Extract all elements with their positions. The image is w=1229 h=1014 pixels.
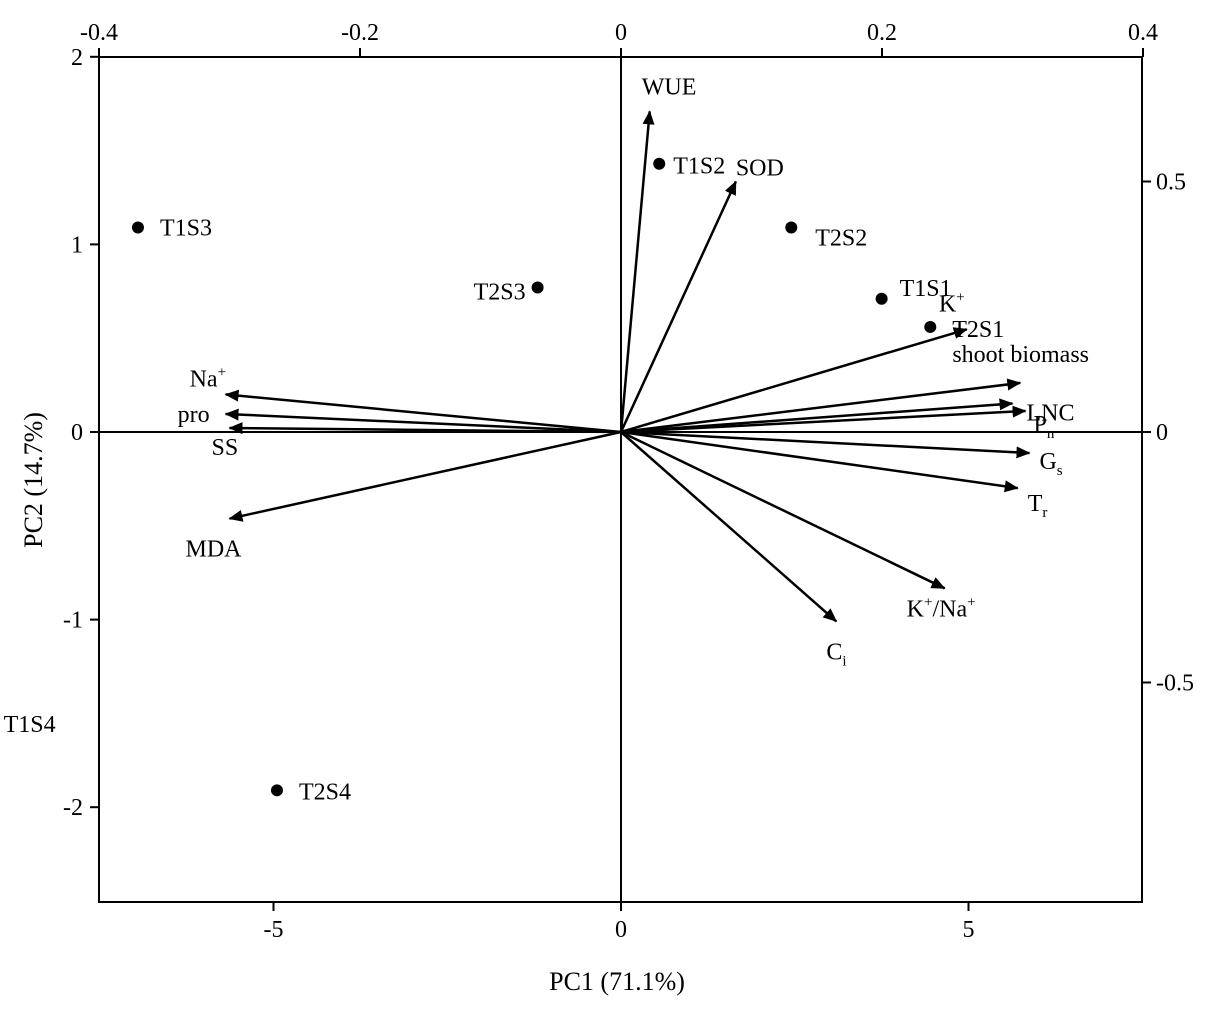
loading-arrow <box>620 430 1019 493</box>
right-tick-label: -0.5 <box>1156 671 1194 697</box>
loading-arrow <box>619 180 737 433</box>
sample-points: T1S2T2S2T1S3T2S3T1S1T2S1T1S4T2S4CK <box>4 154 1005 806</box>
left-tick-label: -1 <box>63 608 83 634</box>
loading-arrow <box>620 398 1014 434</box>
loading-arrow <box>620 405 1027 434</box>
loading-arrow <box>620 431 838 623</box>
loading-label: LNC <box>1027 400 1075 426</box>
left-tick-label: 2 <box>71 45 83 71</box>
loading-label: K+/Na+ <box>907 594 976 622</box>
left-axis-ticks: -2 -1 0 1 2 <box>63 45 99 821</box>
sample-label: T1S2 <box>673 154 725 180</box>
loading-label: WUE <box>642 74 697 100</box>
top-tick-label: 0.4 <box>1128 20 1158 46</box>
sample-point <box>270 784 283 797</box>
bottom-tick-label: 5 <box>963 917 975 943</box>
top-tick-label: 0 <box>615 20 627 46</box>
loading-arrow <box>224 389 622 434</box>
bottom-tick-label: 0 <box>615 917 627 943</box>
loading-label: shoot biomass <box>952 342 1089 368</box>
bottom-axis-ticks: -5 0 5 <box>264 902 975 943</box>
loading-label: Na+ <box>190 364 226 392</box>
sample-label: T2S2 <box>815 226 867 252</box>
loading-label: K+ <box>939 289 965 317</box>
loading-label: SS <box>212 435 239 461</box>
loading-arrow <box>619 110 655 433</box>
loading-arrow <box>228 422 622 435</box>
top-tick-label: -0.2 <box>341 20 379 46</box>
left-tick-label: 0 <box>71 420 83 446</box>
sample-label: T1S3 <box>160 216 212 242</box>
loading-arrow <box>620 430 1031 459</box>
x-axis-title: PC1 (71.1%) <box>549 967 685 996</box>
loading-label: Pn <box>1034 412 1055 442</box>
y-axis-title: PC2 (14.7%) <box>19 412 48 548</box>
right-tick-label: 0 <box>1156 420 1168 446</box>
loading-label: SOD <box>736 156 784 182</box>
bottom-tick-label: -5 <box>264 917 284 943</box>
left-tick-label: 1 <box>71 232 83 258</box>
right-tick-label: 0.5 <box>1156 170 1186 196</box>
loading-arrow <box>620 378 1022 434</box>
left-tick-label: -2 <box>63 795 83 821</box>
sample-label: T2S3 <box>474 280 526 306</box>
loading-label: Gs <box>1039 449 1062 479</box>
right-axis-ticks: -0.5 0 0.5 <box>1142 170 1194 697</box>
sample-point <box>785 221 798 234</box>
sample-label: T1S4 <box>4 712 56 738</box>
sample-point <box>131 221 144 234</box>
loading-label: pro <box>178 402 210 428</box>
loading-label: Ci <box>826 639 846 669</box>
sample-point <box>531 281 544 294</box>
sample-point <box>875 292 888 305</box>
top-tick-label: 0.2 <box>867 20 897 46</box>
loading-arrow <box>620 327 968 434</box>
loading-arrow <box>224 408 622 434</box>
sample-point <box>924 320 937 333</box>
top-tick-label: -0.4 <box>80 20 118 46</box>
top-axis-ticks: -0.4 -0.2 0 0.2 0.4 <box>80 20 1158 57</box>
sample-point <box>653 157 666 170</box>
sample-label: T2S4 <box>299 779 351 805</box>
loading-arrow <box>620 430 946 590</box>
loading-label: MDA <box>186 537 243 563</box>
loading-arrow <box>228 430 622 522</box>
sample-label: T1S1 <box>900 276 952 302</box>
loading-label: Tr <box>1028 491 1048 521</box>
sample-label: T2S1 <box>952 317 1004 343</box>
